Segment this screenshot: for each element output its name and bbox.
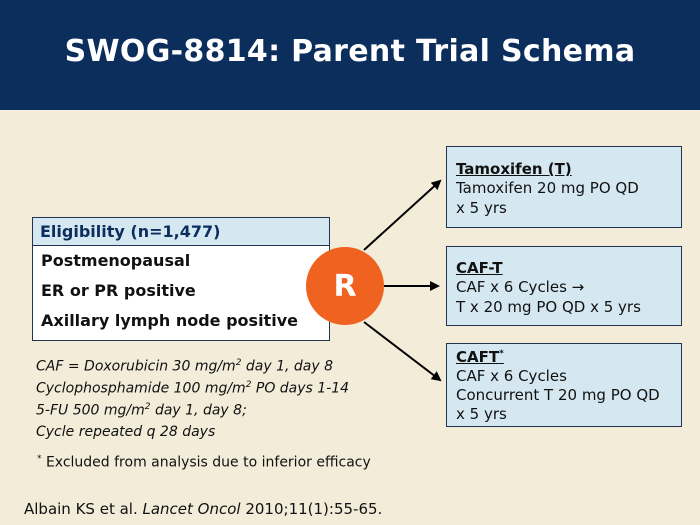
arm-line: x 5 yrs — [456, 405, 507, 423]
arm-box-caf-t: CAF-T CAF x 6 Cycles → T x 20 mg PO QD x… — [446, 246, 682, 326]
randomize-circle: R — [306, 247, 384, 325]
arm-box-caft: CAFT* CAF x 6 Cycles Concurrent T 20 mg … — [446, 343, 682, 427]
citation: Albain KS et al. Lancet Oncol 2010;11(1)… — [24, 500, 383, 518]
eligibility-heading: Eligibility (n=1,477) — [33, 218, 329, 246]
eligibility-box: Eligibility (n=1,477) Postmenopausal ER … — [32, 217, 330, 341]
caf-note-line: 5-FU 500 mg/m2 day 1, day 8; — [36, 402, 247, 419]
eligibility-item: ER or PR positive — [41, 281, 196, 300]
footnote-marker: * — [37, 454, 42, 464]
arm-line: x 5 yrs — [456, 199, 507, 217]
arm-title: Tamoxifen (T) — [456, 160, 572, 178]
arm-box-tamoxifen: Tamoxifen (T) Tamoxifen 20 mg PO QD x 5 … — [446, 146, 682, 228]
arm-line: Concurrent T 20 mg PO QD — [456, 386, 660, 404]
page-title: SWOG-8814: Parent Trial Schema — [64, 34, 636, 69]
arrow-to-caft — [363, 321, 442, 382]
arm-title: CAF-T — [456, 259, 503, 277]
arm-line: CAF x 6 Cycles → — [456, 278, 585, 296]
footnote: * Excluded from analysis due to inferior… — [37, 454, 371, 471]
header-bar: SWOG-8814: Parent Trial Schema — [0, 0, 700, 110]
arm-title-footnote-marker: * — [499, 349, 504, 359]
arm-line: T x 20 mg PO QD x 5 yrs — [456, 298, 641, 316]
eligibility-item: Postmenopausal — [41, 251, 191, 270]
caf-note-line: CAF = Doxorubicin 30 mg/m2 day 1, day 8 — [36, 358, 334, 375]
caf-note-line: Cycle repeated q 28 days — [36, 424, 216, 440]
arm-line: CAF x 6 Cycles — [456, 367, 567, 385]
arrow-to-tamoxifen — [363, 179, 442, 251]
randomize-label: R — [333, 268, 357, 304]
citation-journal: Lancet Oncol — [142, 500, 241, 518]
arm-title: CAFT* — [456, 348, 504, 366]
arm-line: Tamoxifen 20 mg PO QD — [456, 179, 639, 197]
caf-note-line: Cyclophosphamide 100 mg/m2 PO days 1-14 — [36, 380, 350, 397]
eligibility-item: Axillary lymph node positive — [41, 311, 298, 330]
